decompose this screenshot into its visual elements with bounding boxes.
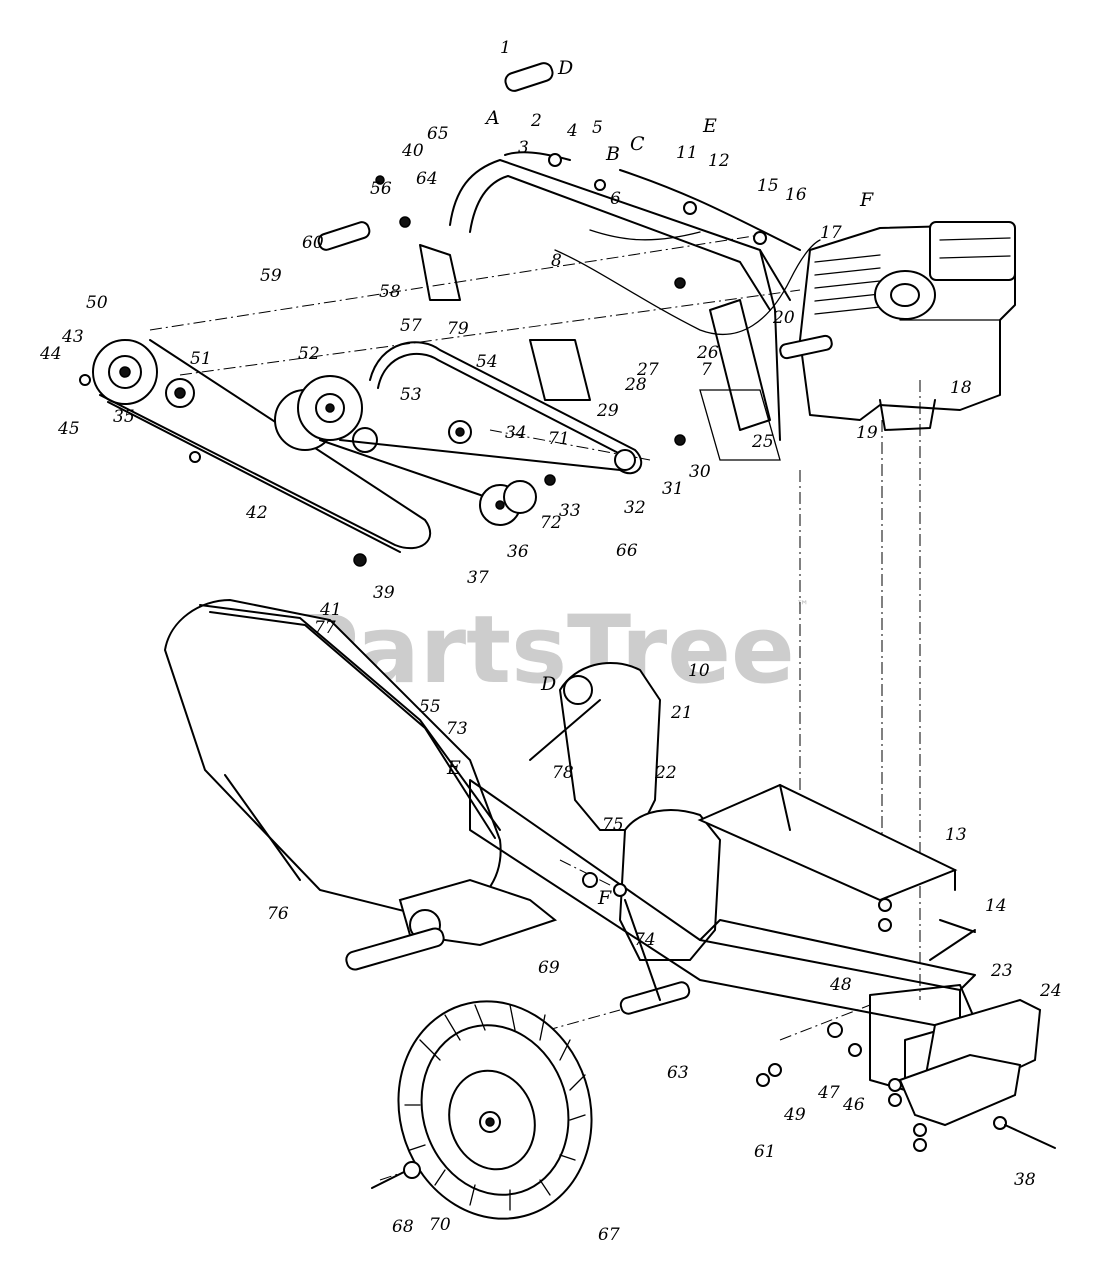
callout-6: 6 bbox=[610, 189, 621, 209]
callout-48: 48 bbox=[829, 975, 852, 995]
callout-23: 23 bbox=[990, 961, 1013, 981]
callout-14: 14 bbox=[985, 896, 1007, 916]
callout-31: 31 bbox=[662, 479, 684, 499]
watermark-trademark: ™ bbox=[796, 599, 809, 614]
belt-cover bbox=[163, 598, 502, 922]
callout-4: 4 bbox=[566, 121, 578, 141]
callout-67: 67 bbox=[598, 1225, 620, 1245]
callout-73: 73 bbox=[446, 719, 468, 739]
callout-5: 5 bbox=[592, 118, 603, 138]
callout-19: 19 bbox=[856, 423, 878, 443]
callout-77: 77 bbox=[314, 618, 336, 638]
callout-53: 53 bbox=[400, 385, 422, 405]
ref-letter-a: A bbox=[484, 107, 500, 129]
callout-27: 27 bbox=[636, 360, 659, 380]
callout-33: 33 bbox=[559, 501, 581, 521]
reference-letters: D A B C E F D E F bbox=[446, 57, 874, 909]
callout-54: 54 bbox=[476, 352, 498, 372]
callout-16: 16 bbox=[785, 185, 807, 205]
callout-10: 10 bbox=[688, 661, 710, 681]
engine bbox=[779, 221, 1016, 431]
callout-36: 36 bbox=[507, 542, 529, 562]
ref-letter-c: C bbox=[630, 133, 645, 155]
ref-letter-b: B bbox=[605, 143, 620, 165]
callout-70: 70 bbox=[429, 1215, 451, 1235]
callout-7: 7 bbox=[701, 360, 712, 380]
callout-47: 47 bbox=[817, 1083, 840, 1103]
callout-3: 3 bbox=[518, 138, 529, 158]
callout-18: 18 bbox=[950, 378, 972, 398]
callout-20: 20 bbox=[772, 308, 795, 328]
callout-71: 71 bbox=[548, 429, 570, 449]
callout-22: 22 bbox=[654, 763, 677, 783]
callout-56: 56 bbox=[370, 179, 392, 199]
callout-61: 61 bbox=[754, 1142, 776, 1162]
ref-letter-e-lower: E bbox=[446, 757, 461, 779]
callout-2: 2 bbox=[530, 111, 542, 131]
part-callouts: 1 2 3 4 5 6 7 8 10 11 12 13 14 15 16 17 … bbox=[39, 38, 1062, 1245]
ref-letter-f-lower: F bbox=[597, 887, 612, 909]
callout-12: 12 bbox=[708, 151, 730, 171]
callout-79: 79 bbox=[447, 319, 469, 339]
callout-44: 44 bbox=[39, 344, 62, 364]
callout-40: 40 bbox=[401, 141, 424, 161]
callout-42: 42 bbox=[245, 503, 268, 523]
callout-13: 13 bbox=[945, 825, 967, 845]
transmission-housing bbox=[345, 661, 976, 1031]
callout-37: 37 bbox=[467, 568, 489, 588]
callout-25: 25 bbox=[751, 432, 774, 452]
callout-24: 24 bbox=[1039, 981, 1062, 1001]
callout-45: 45 bbox=[57, 419, 80, 439]
callout-21: 21 bbox=[670, 703, 693, 723]
callout-41: 41 bbox=[319, 600, 342, 620]
callout-76: 76 bbox=[267, 904, 289, 924]
callout-55: 55 bbox=[419, 697, 441, 717]
ref-letter-e-top: E bbox=[702, 115, 717, 137]
callout-74: 74 bbox=[634, 930, 656, 950]
callout-58: 58 bbox=[379, 282, 401, 302]
callout-17: 17 bbox=[820, 223, 842, 243]
callout-66: 66 bbox=[616, 541, 638, 561]
ref-letter-f-top: F bbox=[859, 189, 874, 211]
ref-letter-d-top: D bbox=[557, 57, 573, 79]
callout-69: 69 bbox=[538, 958, 560, 978]
callout-32: 32 bbox=[624, 498, 646, 518]
ref-letter-d-lower: D bbox=[540, 673, 556, 695]
callout-46: 46 bbox=[842, 1095, 865, 1115]
callout-57: 57 bbox=[400, 316, 422, 336]
callout-63: 63 bbox=[667, 1063, 689, 1083]
callout-52: 52 bbox=[298, 344, 320, 364]
belts-and-pulleys bbox=[79, 339, 686, 567]
callout-29: 29 bbox=[596, 401, 619, 421]
callout-11: 11 bbox=[676, 143, 698, 163]
mounting-plate bbox=[697, 783, 1056, 1152]
callout-50: 50 bbox=[86, 293, 108, 313]
callout-8: 8 bbox=[551, 251, 562, 271]
callout-43: 43 bbox=[61, 327, 84, 347]
wheel bbox=[371, 1000, 593, 1220]
callout-59: 59 bbox=[260, 266, 282, 286]
callout-60: 60 bbox=[302, 233, 324, 253]
callout-64: 64 bbox=[416, 169, 438, 189]
callout-51: 51 bbox=[190, 349, 212, 369]
callout-49: 49 bbox=[783, 1105, 806, 1125]
callout-34: 34 bbox=[505, 423, 527, 443]
callout-65: 65 bbox=[427, 124, 449, 144]
callout-26: 26 bbox=[696, 343, 719, 363]
callout-30: 30 bbox=[689, 462, 711, 482]
callout-39: 39 bbox=[373, 583, 395, 603]
handle-and-cables bbox=[317, 62, 821, 461]
callout-72: 72 bbox=[540, 513, 562, 533]
callout-15: 15 bbox=[757, 176, 779, 196]
callout-1: 1 bbox=[500, 38, 511, 58]
callout-28: 28 bbox=[624, 375, 647, 395]
callout-78: 78 bbox=[552, 763, 574, 783]
callout-75: 75 bbox=[602, 815, 624, 835]
callout-68: 68 bbox=[392, 1217, 414, 1237]
callout-35: 35 bbox=[113, 407, 135, 427]
callout-38: 38 bbox=[1014, 1170, 1036, 1190]
